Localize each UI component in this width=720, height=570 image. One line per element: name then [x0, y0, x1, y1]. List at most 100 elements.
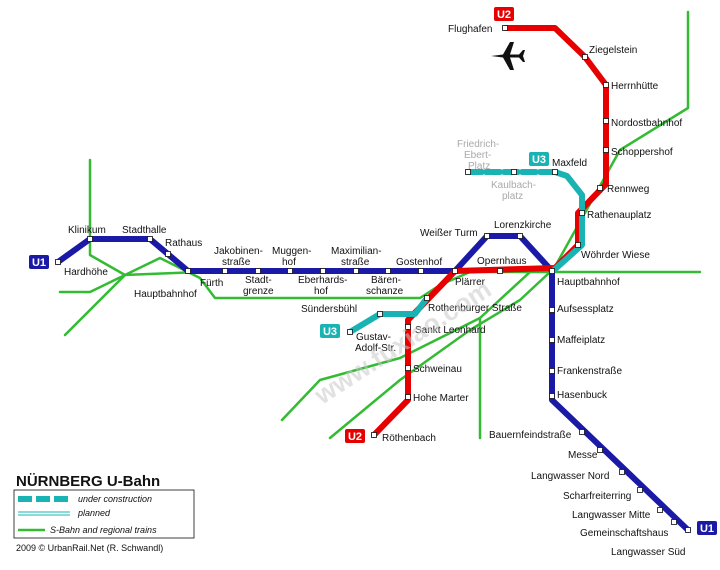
u1-track [55, 233, 691, 533]
station-marker-rothenburger-strasse [424, 295, 430, 301]
station-marker-hauptbahnhof [549, 268, 555, 274]
station-label-langwasser-sued: Langwasser Süd [611, 547, 686, 558]
station-label-gostenhof: Gostenhof [396, 257, 442, 268]
station-label-muggenhof-line2: hof [282, 257, 296, 268]
station-label-jakobinenstrasse-line1: Jakobinen- [214, 246, 263, 257]
station-label-ziegelstein: Ziegelstein [589, 45, 637, 56]
station-marker-woehrder-wiese [575, 242, 581, 248]
station-markers [55, 25, 691, 533]
station-label-hohe-marter: Hohe Marter [413, 393, 469, 404]
station-label-suendersbuehl: Sündersbühl [301, 304, 357, 315]
station-label-jakobinenstrasse-line2: straße [222, 257, 251, 268]
sbahn-line-fuerth-north [88, 158, 127, 277]
u1-badge-south-label: U1 [700, 523, 714, 535]
station-marker-jakobinenstrasse [222, 268, 228, 274]
u3-badge-north-label: U3 [532, 154, 546, 166]
sbahn-line-airport-branch [550, 10, 690, 274]
station-label-weisser-turm: Weißer Turm [420, 228, 478, 239]
station-marker-eberhardshof [320, 268, 326, 274]
station-marker-frankenstrasse [549, 368, 555, 374]
station-marker-stadtgrenze [255, 268, 261, 274]
station-marker-rathenauplatz [579, 210, 585, 216]
station-marker-gostenhof [418, 268, 424, 274]
u3-track-main [550, 169, 585, 274]
station-label-stadtgrenze-line2: grenze [243, 286, 274, 297]
station-label-rathenauplatz: Rathenauplatz [587, 210, 652, 221]
station-label-aufsessplatz: Aufsessplatz [557, 304, 614, 315]
station-label-stadthalle: Stadthalle [122, 225, 167, 236]
airplane-icon [491, 42, 525, 70]
station-label-fuerth-hbf-line2: Hauptbahnhof [134, 289, 197, 300]
station-label-bauernfeindstrasse: Bauernfeindstraße [489, 430, 572, 441]
station-marker-rennweg [597, 185, 603, 191]
legend-item-sbahn: S-Bahn and regional trains [18, 525, 157, 535]
station-marker-hohe-marter [405, 394, 411, 400]
station-label-eberhardshof-line1: Eberhards- [298, 275, 347, 286]
map-title: NÜRNBERG U-Bahn [16, 473, 160, 490]
station-marker-maxfeld [552, 169, 558, 175]
u1-badge-south: U1 [697, 521, 717, 535]
station-marker-langwasser-sued [685, 527, 691, 533]
copyright: 2009 © UrbanRail.Net (R. Schwandl) [16, 543, 163, 553]
station-marker-weisser-turm [484, 233, 490, 239]
station-label-roethenbach: Röthenbach [382, 433, 436, 444]
station-marker-klinikum [87, 236, 93, 242]
sbahn-line-southwest-2 [328, 270, 552, 440]
station-marker-hardhoehe [55, 259, 61, 265]
u1-line [55, 233, 691, 533]
u2-badge-south: U2 [345, 429, 365, 443]
station-marker-scharfreiterring [637, 487, 643, 493]
station-label-hauptbahnhof: Hauptbahnhof [557, 277, 620, 288]
u2-badge-north: U2 [494, 7, 514, 21]
sbahn-line-fuerth-southwest [63, 273, 127, 337]
station-label-klinikum: Klinikum [68, 225, 106, 236]
station-marker-sankt-leonhard [405, 324, 411, 330]
station-marker-gemeinschaftshaus [671, 519, 677, 525]
station-marker-suendersbuehl [377, 311, 383, 317]
station-label-kaulbachplatz-line1: Kaulbach- [491, 180, 536, 191]
station-labels: Hardhöhe Klinikum Stadthalle Rathaus Für… [64, 24, 686, 558]
station-marker-schweinau [405, 365, 411, 371]
station-marker-friedrich-ebert-platz [465, 169, 471, 175]
station-marker-roethenbach [371, 432, 377, 438]
station-marker-hasenbuck [549, 393, 555, 399]
legend-item-planned: planned [18, 508, 111, 518]
station-marker-schoppershof [603, 147, 609, 153]
u1-badge-west-label: U1 [32, 257, 46, 269]
station-marker-maximilianstrasse [353, 268, 359, 274]
station-label-sankt-leonhard: Sankt Leonhard [415, 325, 486, 336]
station-label-rennweg: Rennweg [607, 184, 649, 195]
station-label-gemeinschaftshaus: Gemeinschaftshaus [580, 528, 668, 539]
station-label-hasenbuck: Hasenbuck [557, 390, 608, 401]
legend: under construction planned S-Bahn and re… [13, 489, 195, 539]
u2-line [371, 25, 609, 438]
station-marker-fuerth-hbf [185, 268, 191, 274]
station-label-rathaus: Rathaus [165, 238, 202, 249]
legend-label-under-construction: under construction [78, 494, 152, 504]
station-label-opernhaus: Opernhaus [477, 256, 526, 267]
station-label-herrnhuette: Herrnhütte [611, 81, 659, 92]
station-label-friedrich-ebert-line1: Friedrich- [457, 139, 499, 150]
u2-track [371, 25, 609, 438]
station-label-woehrder-wiese: Wöhrder Wiese [581, 250, 650, 261]
station-label-rothenburger-strasse: Rothenburger Straße [428, 303, 522, 314]
sbahn-network [58, 10, 702, 440]
station-label-flughafen: Flughafen [448, 24, 492, 35]
station-label-messe: Messe [568, 450, 598, 461]
u3-badge-west-label: U3 [323, 326, 337, 338]
station-marker-nordostbahnhof [603, 118, 609, 124]
station-label-frankenstrasse: Frankenstraße [557, 366, 622, 377]
station-label-maximilianstrasse-line1: Maximilian- [331, 246, 382, 257]
station-marker-opernhaus [497, 268, 503, 274]
station-marker-flughafen [502, 25, 508, 31]
station-marker-langwasser-nord [619, 469, 625, 475]
station-label-fuerth-hbf-line1: Fürth [200, 278, 223, 289]
station-label-baerenschanze-line1: Bären- [371, 275, 401, 286]
station-marker-plaerrer [452, 268, 458, 274]
station-label-lorenzkirche: Lorenzkirche [494, 220, 552, 231]
sbahn-line-southwest-1 [280, 316, 482, 422]
station-marker-kaulbachplatz [511, 169, 517, 175]
station-label-maximilianstrasse-line2: straße [341, 257, 370, 268]
